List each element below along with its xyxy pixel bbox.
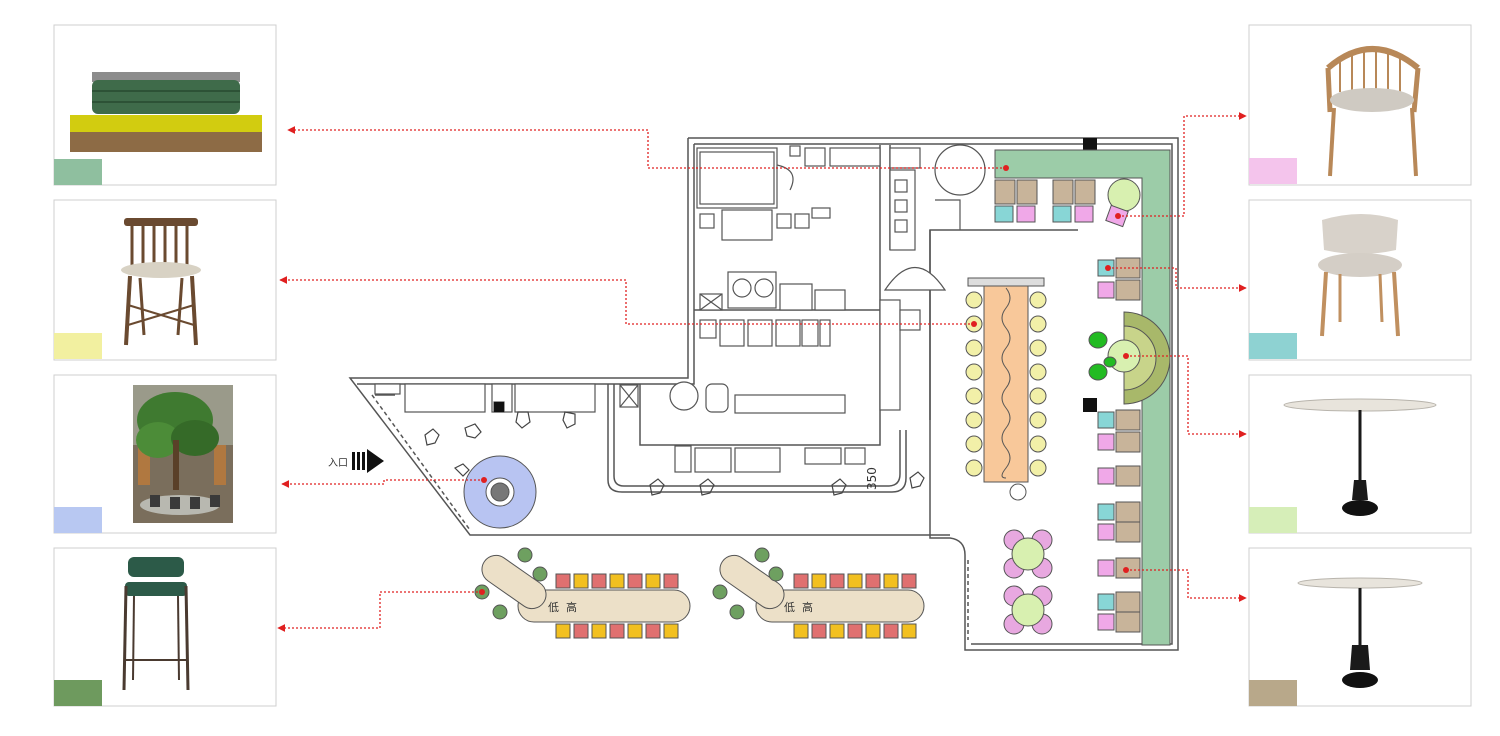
- armchair-icon: [1325, 46, 1421, 177]
- swatch-windsor-chair: [54, 333, 102, 359]
- round-table-group-2: [1003, 585, 1053, 635]
- leader-bistro-table: [1126, 569, 1247, 602]
- bistro-table-icon: [1297, 577, 1423, 688]
- legend-panel-upholstered-chair: [1248, 199, 1472, 361]
- leader-lines: [277, 112, 1247, 632]
- communal-island: [965, 277, 1047, 501]
- half-round-booth: [1088, 311, 1171, 405]
- swatch-tree-feature: [54, 507, 102, 533]
- round-table-group-1: [1003, 529, 1053, 579]
- table-1-low-label: 低: [548, 601, 559, 614]
- leader-spindle-armchair: [1118, 112, 1247, 217]
- column-2: [1083, 398, 1097, 412]
- table-2-low-label: 低: [784, 601, 795, 614]
- windsor-chair-icon: [121, 218, 201, 346]
- table-1-high-label: 高: [566, 600, 577, 614]
- booth-sofa-icon: [70, 72, 262, 152]
- column-1: [1083, 138, 1097, 152]
- swatch-bar-stool: [54, 680, 102, 706]
- table-2-high-label: 高: [802, 600, 813, 614]
- swatch-upholstered-chair: [1249, 333, 1297, 359]
- long-table-1: [474, 547, 691, 639]
- upholstered-chair-icon: [1318, 214, 1402, 337]
- swatch-booth-sofa: [54, 159, 102, 185]
- long-table-2: [712, 547, 925, 639]
- swatch-round-table: [1249, 507, 1297, 533]
- legend-panel-bar-stool: [53, 547, 277, 707]
- top-booth-seats: [994, 178, 1141, 228]
- leader-upholstered-chair: [1108, 267, 1247, 292]
- dimension-label: 350: [865, 467, 879, 490]
- legend-panel-tree-feature: [53, 374, 277, 534]
- entrance-arrow-icon: [352, 449, 384, 473]
- legend-panel-spindle-armchair: [1248, 24, 1472, 186]
- tree-photo-icon: [133, 385, 233, 523]
- leader-booth-sofa: [287, 126, 1006, 169]
- leader-round-table: [1126, 355, 1247, 438]
- bar-stool-icon: [122, 557, 190, 691]
- swatch-spindle-armchair: [1249, 158, 1297, 184]
- leader-dots: [479, 165, 1129, 595]
- legend-panel-windsor-chair: [53, 199, 277, 361]
- lounge-chairs: [424, 411, 925, 496]
- leader-windsor-chair: [279, 276, 974, 325]
- entrance-label: 入口: [328, 458, 348, 469]
- tree-feature-circle: [463, 455, 537, 529]
- swatch-bistro-table: [1249, 680, 1297, 706]
- legend-panel-round-table: [1248, 374, 1472, 534]
- leader-bar-stool: [277, 591, 482, 632]
- leader-tree-feature: [281, 479, 484, 488]
- round-table-icon: [1283, 398, 1437, 516]
- legend-panel-bistro-table: [1248, 547, 1472, 707]
- column-3: [494, 402, 504, 412]
- legend-panel-booth-sofa: [53, 24, 277, 186]
- booth-bench: [994, 149, 1171, 646]
- kitchen-equipment: [374, 144, 986, 473]
